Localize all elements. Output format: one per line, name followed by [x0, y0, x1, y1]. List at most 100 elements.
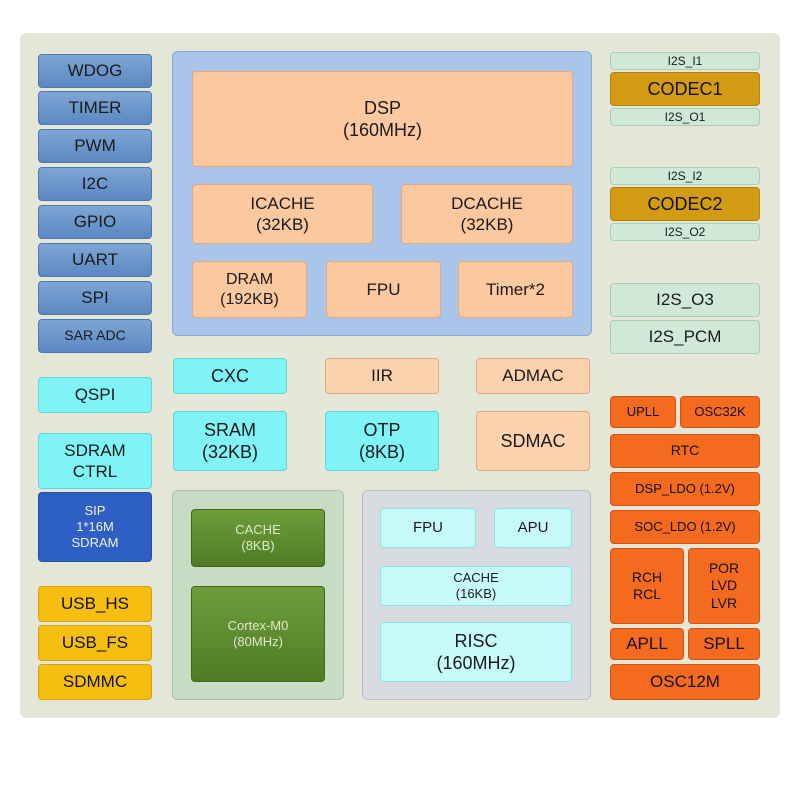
block-i2s-o1: I2S_O1 [610, 108, 760, 126]
block-label: APU [517, 518, 549, 536]
block-usb-fs: USB_FS [38, 625, 152, 661]
block-label: Timer*2 [486, 279, 545, 299]
block-label: GPIO [73, 212, 117, 232]
block-sdram-ctrl: SDRAM CTRL [38, 433, 152, 489]
block-label: (16KB) [455, 586, 497, 601]
block-dsp: DSP (160MHz) [192, 71, 573, 167]
block-label: LVR [710, 594, 738, 611]
block-label: RCH [631, 568, 663, 585]
block-label: ICACHE [250, 193, 315, 213]
block-label: (32KB) [256, 215, 309, 234]
block-apu: APU [494, 508, 572, 548]
block-label: ADMAC [502, 366, 564, 386]
block-iir: IIR [325, 358, 439, 394]
block-qspi: QSPI [38, 377, 152, 413]
block-label: RCL [632, 586, 661, 602]
block-label: Cortex-M0 [227, 617, 289, 633]
block-label: (32KB) [201, 442, 259, 462]
block-label: 1*16M [76, 518, 114, 534]
block-label: OTP [363, 419, 401, 440]
block-uart: UART [38, 243, 152, 277]
block-label: OSC12M [650, 672, 720, 692]
block-pwm: PWM [38, 129, 152, 163]
block-apll: APLL [610, 628, 684, 660]
block-cxc: CXC [173, 358, 287, 394]
block-label: SPI [81, 288, 109, 308]
block-codec2: CODEC2 [610, 187, 760, 221]
block-label: SDRAM [64, 440, 126, 460]
block-label: USB_HS [60, 594, 130, 614]
block-admac: ADMAC [476, 358, 590, 394]
block-label: SPLL [703, 634, 745, 654]
block-i2s-o3: I2S_O3 [610, 283, 760, 317]
block-label: RISC [454, 630, 498, 651]
block-label: DSP [363, 97, 401, 118]
block-dram: DRAM (192KB) [192, 261, 307, 318]
block-label: (80MHz) [233, 634, 283, 649]
block-sdmac: SDMAC [476, 411, 590, 471]
block-risc: RISC (160MHz) [380, 622, 572, 682]
block-label: APLL [626, 634, 668, 654]
block-sdmmc: SDMMC [38, 664, 152, 700]
block-fpu-risc: FPU [380, 508, 476, 548]
block-label: SDRAM [71, 535, 119, 551]
block-label: SOC_LDO (1.2V) [634, 518, 736, 534]
block-i2s-pcm: I2S_PCM [610, 320, 760, 354]
block-label: UPLL [626, 403, 660, 419]
block-icache: ICACHE (32KB) [192, 184, 373, 244]
block-gpio: GPIO [38, 205, 152, 239]
block-label: SAR ADC [64, 327, 126, 344]
block-label: SRAM [203, 419, 256, 440]
block-label: DCACHE [451, 193, 523, 213]
block-label: CODEC2 [647, 193, 723, 214]
block-cache-16kb: CACHE (16KB) [380, 566, 572, 606]
block-label: CACHE [235, 521, 281, 537]
block-upll: UPLL [610, 396, 676, 428]
block-label: IIR [371, 366, 393, 386]
block-label: (8KB) [241, 538, 275, 553]
block-otp: OTP (8KB) [325, 411, 439, 471]
block-osc12m: OSC12M [610, 664, 760, 700]
block-sip-sdram: SIP 1*16M SDRAM [38, 492, 152, 562]
block-label: (160MHz) [342, 120, 422, 140]
block-label: SIP [84, 502, 106, 518]
block-label: TIMER [68, 98, 122, 118]
block-label: (160MHz) [436, 653, 516, 673]
block-cache-8kb: CACHE (8KB) [191, 509, 325, 567]
block-label: I2S_O3 [656, 290, 714, 310]
block-soc-ldo: SOC_LDO (1.2V) [610, 510, 760, 544]
block-label: QSPI [74, 385, 116, 405]
block-label: CACHE [453, 569, 499, 585]
block-label: I2S_I2 [667, 168, 703, 183]
block-i2s-o2: I2S_O2 [610, 223, 760, 241]
block-wdog: WDOG [38, 54, 152, 88]
block-osc32k: OSC32K [680, 396, 760, 428]
block-spi: SPI [38, 281, 152, 315]
block-label: POR [708, 559, 740, 576]
block-spll: SPLL [688, 628, 760, 660]
block-label: CODEC1 [647, 78, 723, 99]
block-rch-rcl: RCH RCL [610, 548, 684, 624]
block-dcache: DCACHE (32KB) [401, 184, 573, 244]
block-label: RTC [670, 442, 700, 459]
block-i2s-i1: I2S_I1 [610, 52, 760, 70]
block-label: FPU [366, 279, 401, 299]
block-codec1: CODEC1 [610, 72, 760, 106]
block-label: USB_FS [61, 633, 129, 653]
block-label: I2S_O1 [664, 109, 706, 124]
block-fpu-dsp: FPU [326, 261, 441, 318]
block-label: SDMAC [500, 430, 566, 451]
block-label: FPU [413, 518, 443, 536]
block-por-lvd-lvr: POR LVD LVR [688, 548, 760, 624]
block-label: DSP_LDO (1.2V) [635, 480, 735, 496]
block-label: PWM [74, 136, 116, 156]
block-i2c: I2C [38, 167, 152, 201]
block-label: UART [72, 250, 118, 270]
block-label: I2S_O2 [664, 224, 706, 239]
block-label: (192KB) [220, 290, 279, 308]
block-label: (32KB) [460, 215, 514, 234]
block-timer: TIMER [38, 91, 152, 125]
block-timer2: Timer*2 [458, 261, 573, 318]
block-label: CXC [210, 365, 249, 386]
block-cortex-m0: Cortex-M0 (80MHz) [191, 586, 325, 682]
